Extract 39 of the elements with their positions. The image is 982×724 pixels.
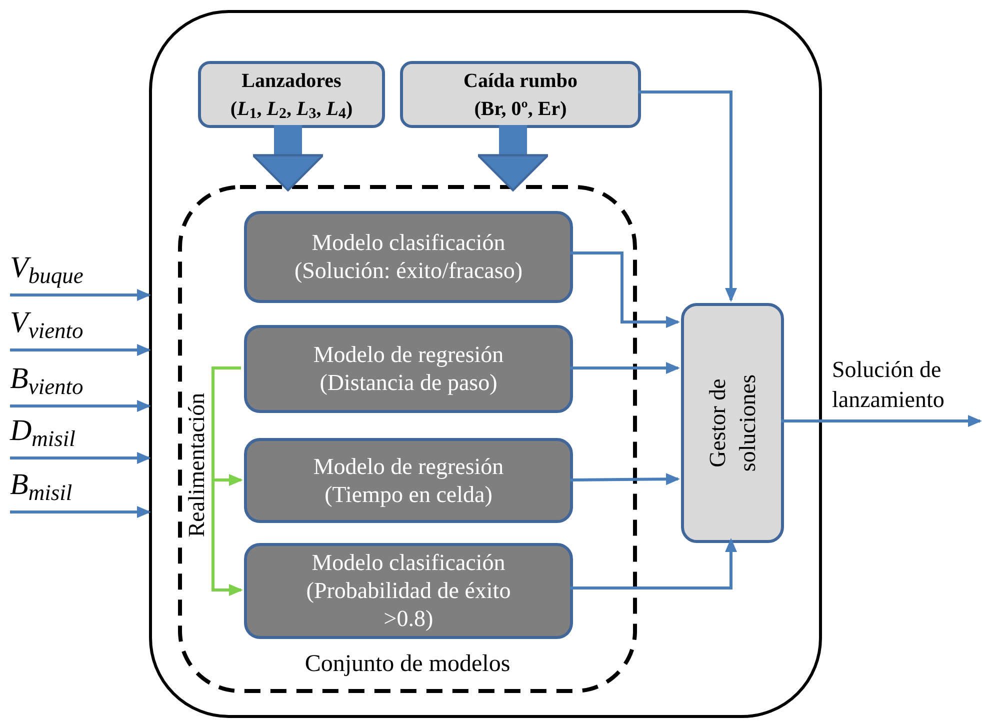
arrow	[212, 366, 243, 596]
arrow	[570, 538, 737, 590]
box-title: Caída rumbo	[464, 68, 578, 94]
arrow	[570, 252, 680, 328]
box-text: (L$_{1}$, L$_{2}$, L$_{3}$, L$_{4}$)	[230, 96, 353, 122]
arrow	[570, 473, 680, 486]
arrow	[570, 362, 680, 374]
box-text: Modelo clasificación (Solución: éxito/fracaso)	[293, 229, 524, 285]
variable-label: B$_{viento}$	[10, 361, 84, 397]
variable-label: V$_{viento}$	[10, 305, 84, 341]
model-box	[244, 543, 573, 639]
input-box	[400, 61, 641, 128]
box-text: (Br, 0º, Er)	[474, 96, 567, 122]
model-box	[244, 438, 573, 523]
variable-label: D$_{misil}$	[10, 413, 76, 449]
variable-label: V$_{buque}$	[10, 250, 84, 286]
box-text: Modelo clasificación (Probabilidad de éxito >0.8)	[305, 549, 512, 633]
model-group	[178, 185, 637, 693]
arrow	[10, 506, 151, 518]
system-boundary	[149, 10, 822, 718]
box-text: Gestor de soluciones	[704, 373, 760, 474]
box-text: Modelo de regresión (Tiempo en celda)	[312, 452, 505, 508]
box-title: Lanzadores	[242, 68, 342, 94]
box-text: Modelo de regresión (Distancia de paso)	[312, 341, 505, 397]
arrow	[10, 452, 151, 464]
block-arrow	[252, 125, 324, 192]
arrow	[10, 344, 151, 356]
manager-box	[681, 303, 784, 543]
vertical-label: Realimentación	[183, 392, 210, 540]
model-box	[244, 211, 573, 303]
arrow	[10, 400, 151, 412]
variable-label: B$_{misil}$	[10, 467, 72, 503]
model-box	[244, 325, 573, 413]
block-arrow	[476, 125, 550, 192]
arrow	[781, 415, 982, 427]
arrow	[10, 289, 151, 301]
group-title: Conjunto de modelos	[304, 650, 512, 679]
arrow	[638, 90, 737, 302]
input-box	[198, 61, 385, 128]
